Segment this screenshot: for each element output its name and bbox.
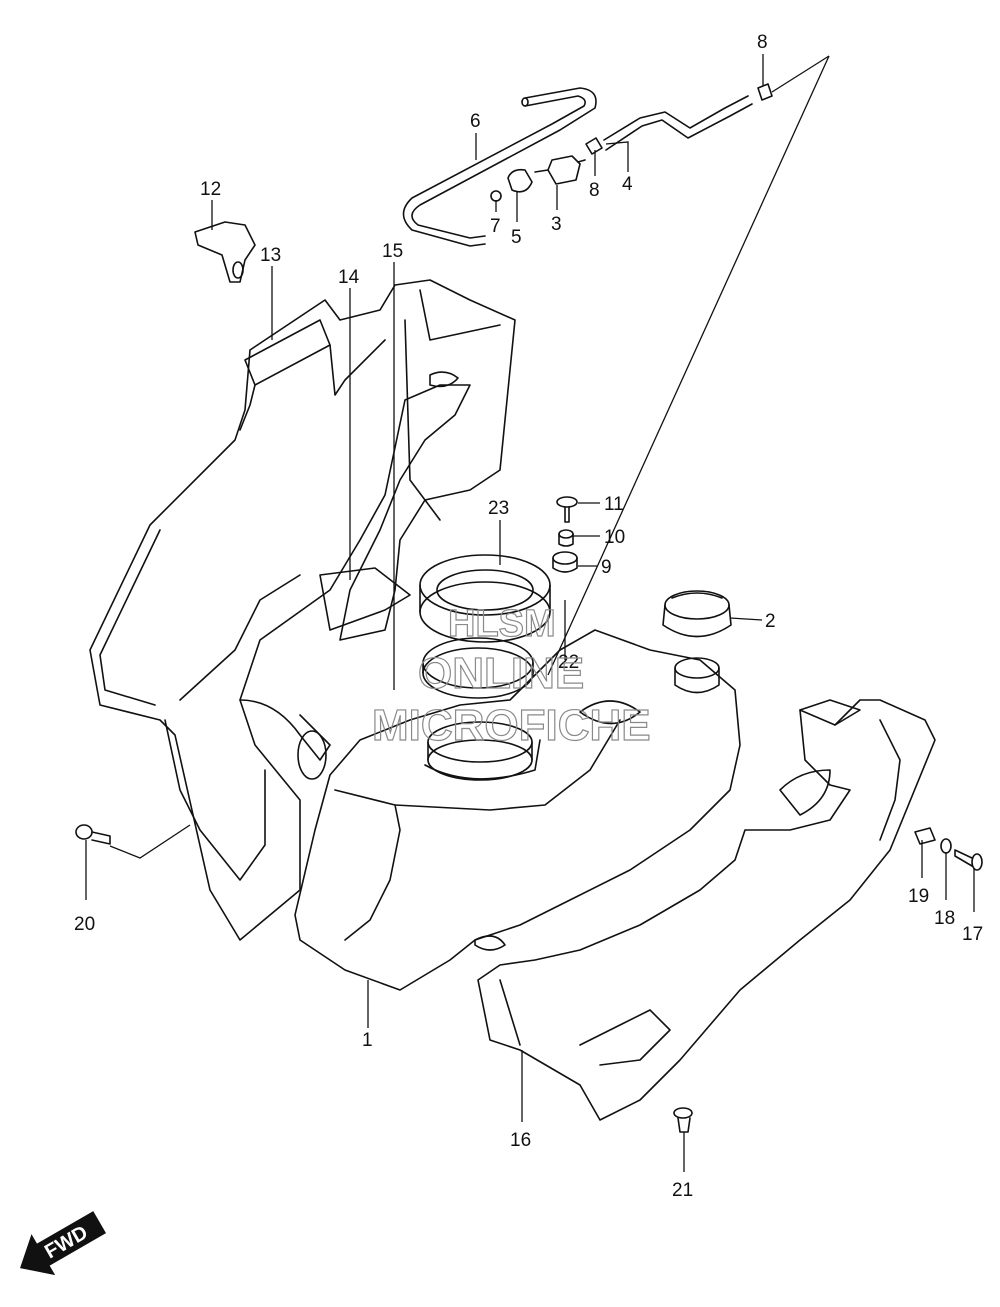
callout-2: 2: [765, 611, 776, 632]
collar-19: [914, 827, 936, 845]
breather-hose: [603, 95, 753, 151]
fuel-pump-ring: [422, 637, 534, 699]
callout-12: 12: [200, 179, 221, 200]
callout-9: 9: [601, 557, 612, 578]
hose-clamp-7: [490, 190, 502, 202]
callout-13: 13: [260, 245, 281, 266]
callout-14: 14: [338, 267, 360, 288]
collar-10: [558, 529, 574, 547]
callout-20: 20: [74, 914, 95, 935]
watermark-line-3: MICROFICHE: [372, 701, 651, 750]
callout-16: 16: [510, 1130, 531, 1151]
vent-hose: [402, 87, 597, 247]
callout-17: 17: [962, 924, 983, 945]
bolt-20: [75, 824, 111, 845]
hose-clamp-12: [194, 221, 256, 283]
watermark: HLSM ONLINE MICROFICHE: [371, 602, 651, 750]
hose-clamp-8a: [585, 137, 603, 155]
callout-8-upper: 8: [757, 32, 768, 53]
check-valve: [534, 155, 586, 185]
hose-clamp-5: [507, 168, 533, 193]
callout-labels: 1 2 3 4 5 6 7 8 8 9 10 11 12 13 14 15 16…: [74, 32, 983, 1201]
callout-6: 6: [470, 111, 481, 132]
fwd-arrow-icon: FWD: [20, 1211, 106, 1276]
callout-1: 1: [362, 1030, 373, 1051]
callout-4: 4: [622, 174, 633, 195]
tank-cover-left: [89, 279, 516, 941]
filler-cap: [662, 590, 732, 638]
callout-3: 3: [551, 214, 562, 235]
callout-11: 11: [604, 494, 624, 515]
callout-15: 15: [382, 241, 403, 262]
bolt-11: [556, 496, 578, 523]
watermark-line-2: ONLINE: [418, 649, 584, 698]
side-cover-right: [477, 699, 936, 1121]
callout-7: 7: [490, 216, 501, 237]
callout-10: 10: [604, 527, 625, 548]
grommet-9: [552, 551, 578, 573]
fuel-tank: [294, 629, 741, 991]
leader-lines: [85, 54, 975, 1172]
callout-8-lower: 8: [589, 180, 600, 201]
callout-18: 18: [934, 908, 955, 929]
hose-clamp-8b: [757, 83, 773, 101]
callout-5: 5: [511, 227, 522, 248]
bolt-17: [954, 849, 983, 871]
callout-23: 23: [488, 498, 509, 519]
callout-19: 19: [908, 886, 929, 907]
callout-21: 21: [672, 1180, 693, 1201]
callout-22: 22: [558, 652, 579, 673]
clip-21: [673, 1107, 693, 1133]
fuel-pump-nut: [419, 554, 551, 643]
washer-18: [940, 838, 952, 854]
watermark-line-1: HLSM: [448, 603, 556, 645]
